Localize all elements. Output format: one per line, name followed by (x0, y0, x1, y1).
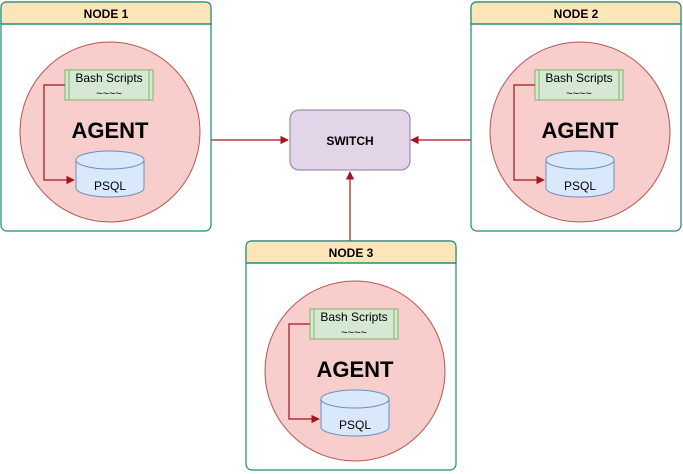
node-title: NODE 1 (84, 7, 129, 21)
scripts-to-db-connector (288, 323, 320, 424)
scripts-to-db-connector (513, 84, 545, 185)
bash-scripts-block: Bash Scripts ~~~~ (534, 69, 624, 101)
agent-label: AGENT (72, 118, 150, 143)
bash-scripts-block: Bash Scripts ~~~~ (64, 69, 154, 101)
switch-box (289, 109, 411, 171)
node-title: NODE 3 (329, 246, 374, 260)
bash-scripts-label: Bash Scripts (320, 310, 387, 324)
node-title: NODE 2 (554, 7, 599, 21)
psql-label: PSQL (339, 418, 371, 432)
psql-database: PSQL (75, 150, 145, 198)
psql-label: PSQL (94, 179, 126, 193)
bash-scripts-label: Bash Scripts (545, 71, 612, 85)
psql-database: PSQL (545, 150, 615, 198)
agent-label: AGENT (542, 118, 620, 143)
bash-scripts-squiggle: ~~~~ (96, 88, 122, 100)
node-header (245, 240, 457, 264)
node-1: NODE 1 AGENT Bash Scripts ~~~~ PSQL (0, 1, 212, 232)
node-header (470, 1, 682, 25)
node-3: NODE 3 AGENT Bash Scripts ~~~~ PSQL (245, 240, 457, 471)
agent-label: AGENT (317, 357, 395, 382)
bash-scripts-label: Bash Scripts (75, 71, 142, 85)
scripts-to-db-connector (43, 84, 75, 185)
psql-label: PSQL (564, 179, 596, 193)
node-header (0, 1, 212, 25)
switch: SWITCH (289, 109, 411, 171)
node-2: NODE 2 AGENT Bash Scripts ~~~~ PSQL (470, 1, 682, 232)
switch-label: SWITCH (326, 134, 373, 148)
bash-scripts-squiggle: ~~~~ (341, 327, 367, 339)
bash-scripts-squiggle: ~~~~ (566, 88, 592, 100)
psql-database: PSQL (320, 389, 390, 437)
bash-scripts-block: Bash Scripts ~~~~ (309, 308, 399, 340)
